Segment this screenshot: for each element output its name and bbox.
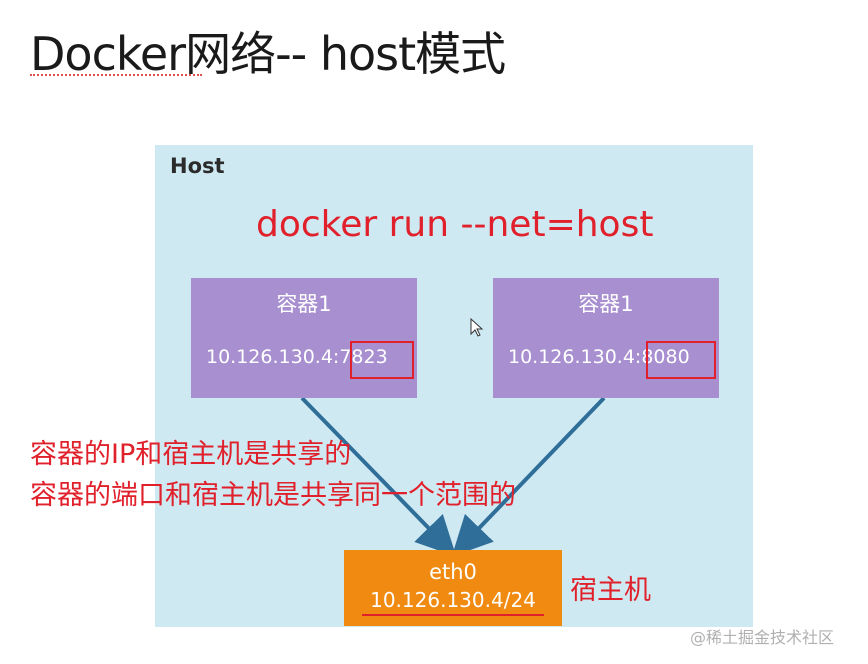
port-highlight-1 <box>350 341 414 379</box>
container-name: 容器1 <box>578 292 634 316</box>
eth-ip: 10.126.130.4/24 <box>370 588 536 612</box>
eth-ip-underline <box>362 614 544 616</box>
container-2-box: 容器1 10.126.130.4:8080 <box>493 278 719 398</box>
docker-command: docker run --net=host <box>256 204 654 245</box>
mouse-cursor-icon <box>470 318 484 337</box>
annotation-notes: 容器的IP和宿主机是共享的 容器的端口和宿主机是共享同一个范围的 <box>30 434 516 516</box>
page-title: Docker网络-- host模式 <box>30 27 506 81</box>
eth-name: eth0 <box>429 560 477 584</box>
host-machine-label: 宿主机 <box>570 575 651 606</box>
eth0-box: eth0 10.126.130.4/24 <box>344 550 562 626</box>
container-name: 容器1 <box>276 292 332 316</box>
spellcheck-underline <box>30 74 202 76</box>
container-address: 10.126.130.4:8080 <box>508 346 690 368</box>
container-1-box: 容器1 10.126.130.4:7823 <box>191 278 417 398</box>
container-ip: 10.126.130.4: <box>508 346 642 368</box>
arrow-container2-to-eth0 <box>451 396 606 557</box>
host-label: Host <box>170 154 225 178</box>
watermark: @稀土掘金技术社区 <box>690 628 835 647</box>
note-line-2: 容器的端口和宿主机是共享同一个范围的 <box>30 480 516 511</box>
port-highlight-2 <box>646 341 716 379</box>
container-ip: 10.126.130.4: <box>206 346 340 368</box>
arrow-container1-to-eth0 <box>300 396 457 557</box>
container-port: 8080 <box>641 346 690 368</box>
note-line-1: 容器的IP和宿主机是共享的 <box>30 439 352 470</box>
